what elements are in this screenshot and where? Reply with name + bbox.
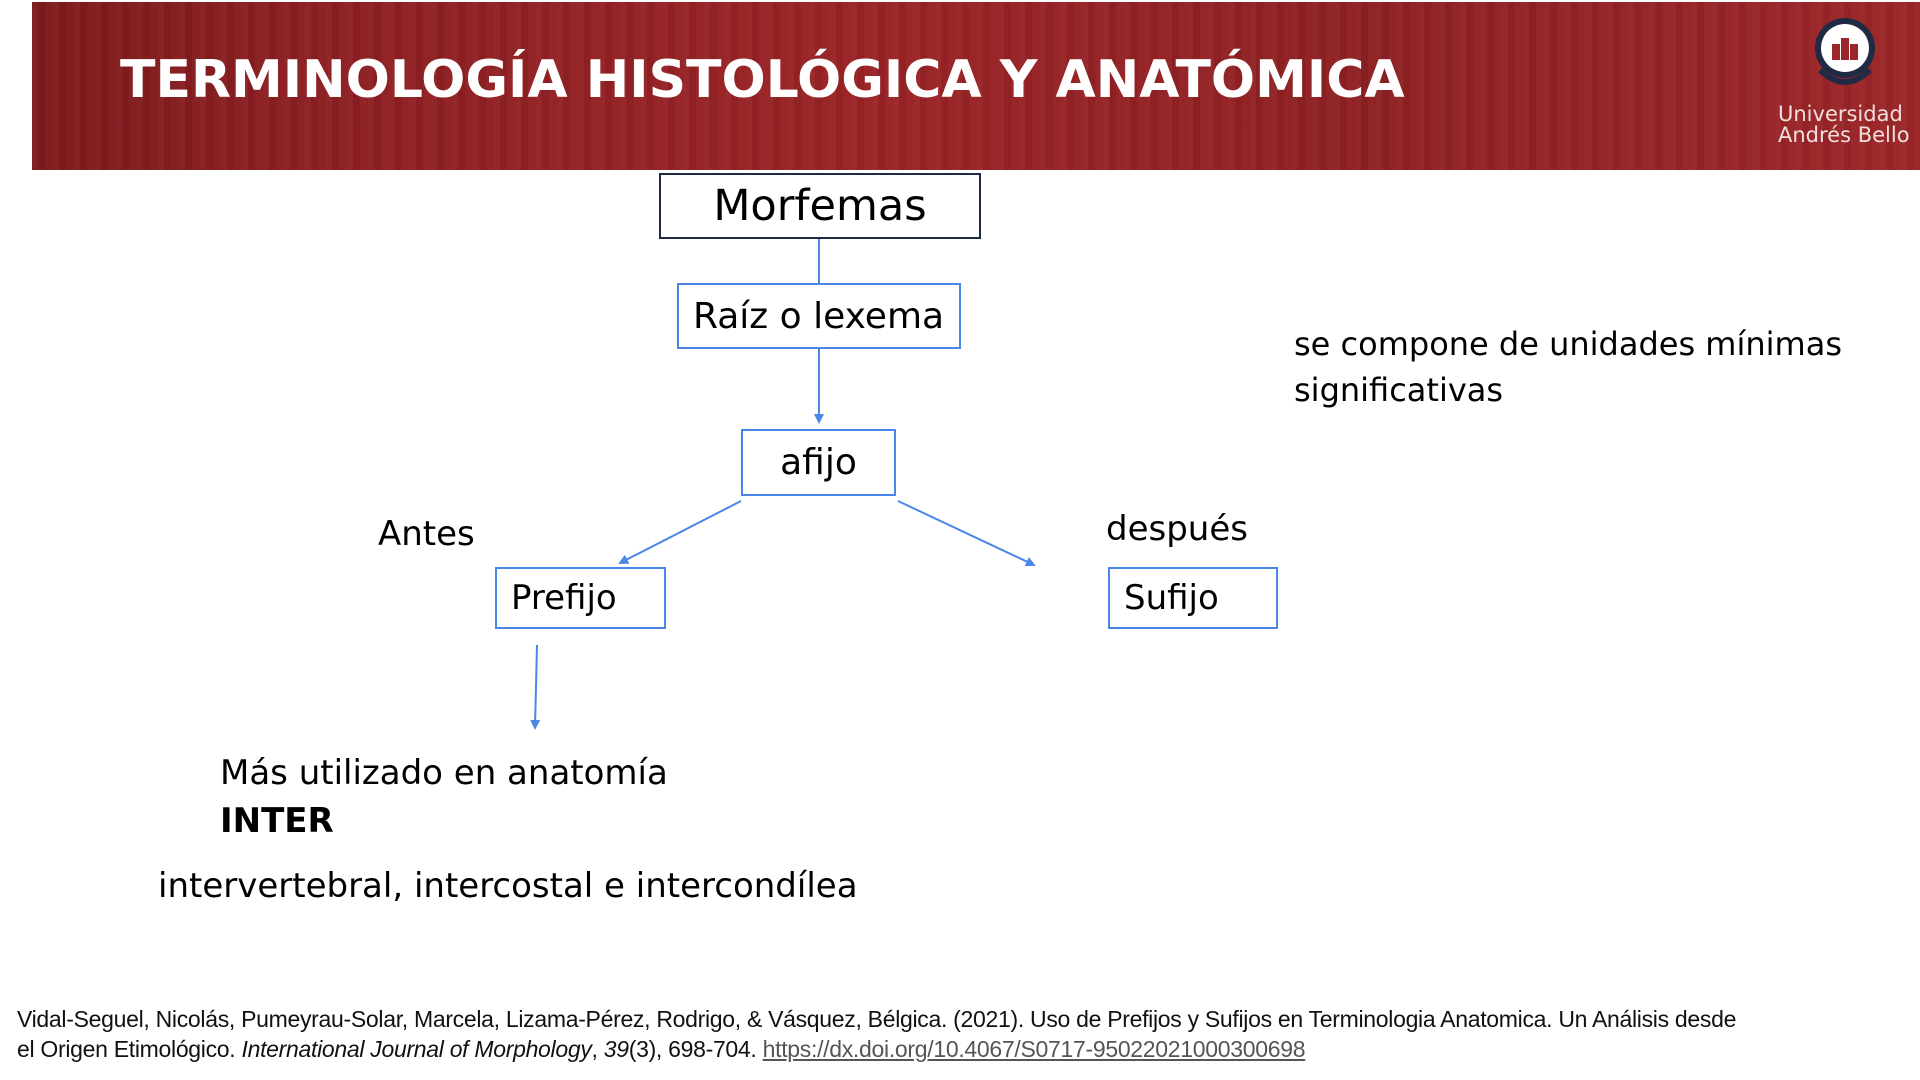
logo-line-2: Andrés Bello bbox=[1778, 123, 1910, 147]
arrow-prefijo-notes bbox=[530, 644, 541, 730]
node-sufijo: Sufijo bbox=[1108, 567, 1278, 629]
definition-line-2: significativas bbox=[1294, 371, 1504, 409]
university-crest-icon bbox=[1815, 18, 1875, 85]
journal-name: International Journal of Morphology bbox=[241, 1036, 592, 1062]
node-afijo: afijo bbox=[741, 429, 896, 496]
node-raiz: Raíz o lexema bbox=[677, 283, 961, 349]
logo-line-1: Universidad bbox=[1778, 102, 1903, 126]
label-despues: después bbox=[1106, 509, 1248, 549]
arrow-afijo-sufijo bbox=[897, 500, 1036, 567]
university-logo: Universidad Andrés Bello bbox=[1770, 14, 1920, 154]
definition-text: se compone de unidades mínimas significa… bbox=[1294, 321, 1842, 413]
definition-line-1: se compone de unidades mínimas bbox=[1294, 325, 1842, 363]
logo-text: Universidad Andrés Bello bbox=[1778, 104, 1910, 146]
journal-volume: 39 bbox=[603, 1036, 629, 1062]
node-sufijo-label: Sufijo bbox=[1124, 578, 1219, 618]
page-title: TERMINOLOGÍA HISTOLÓGICA Y ANATÓMICA bbox=[120, 50, 1405, 110]
node-prefijo-label: Prefijo bbox=[511, 578, 617, 618]
node-afijo-label: afijo bbox=[780, 442, 857, 483]
citation: Vidal-Seguel, Nicolás, Pumeyrau-Solar, M… bbox=[17, 1004, 1736, 1064]
inter-prefix: INTER bbox=[220, 801, 334, 841]
doi-link[interactable]: https://dx.doi.org/10.4067/S0717-9502202… bbox=[762, 1036, 1306, 1062]
arrow-afijo-prefijo bbox=[618, 500, 742, 564]
most-used-text: Más utilizado en anatomía bbox=[220, 753, 668, 793]
citation-line-2: el Origen Etimológico. International Jou… bbox=[17, 1034, 1736, 1064]
node-morfemas: Morfemas bbox=[659, 173, 981, 239]
examples-text: intervertebral, intercostal e intercondí… bbox=[158, 866, 858, 906]
title-banner bbox=[32, 2, 1920, 170]
node-prefijo: Prefijo bbox=[495, 567, 666, 629]
citation-pages: (3), 698-704. bbox=[628, 1036, 763, 1062]
citation-sep: , bbox=[591, 1036, 604, 1062]
label-antes: Antes bbox=[378, 514, 475, 554]
citation-line-1: Vidal-Seguel, Nicolás, Pumeyrau-Solar, M… bbox=[17, 1006, 1737, 1032]
citation-text: el Origen Etimológico. bbox=[17, 1036, 242, 1062]
node-morfemas-label: Morfemas bbox=[713, 181, 927, 231]
node-raiz-label: Raíz o lexema bbox=[693, 295, 945, 337]
